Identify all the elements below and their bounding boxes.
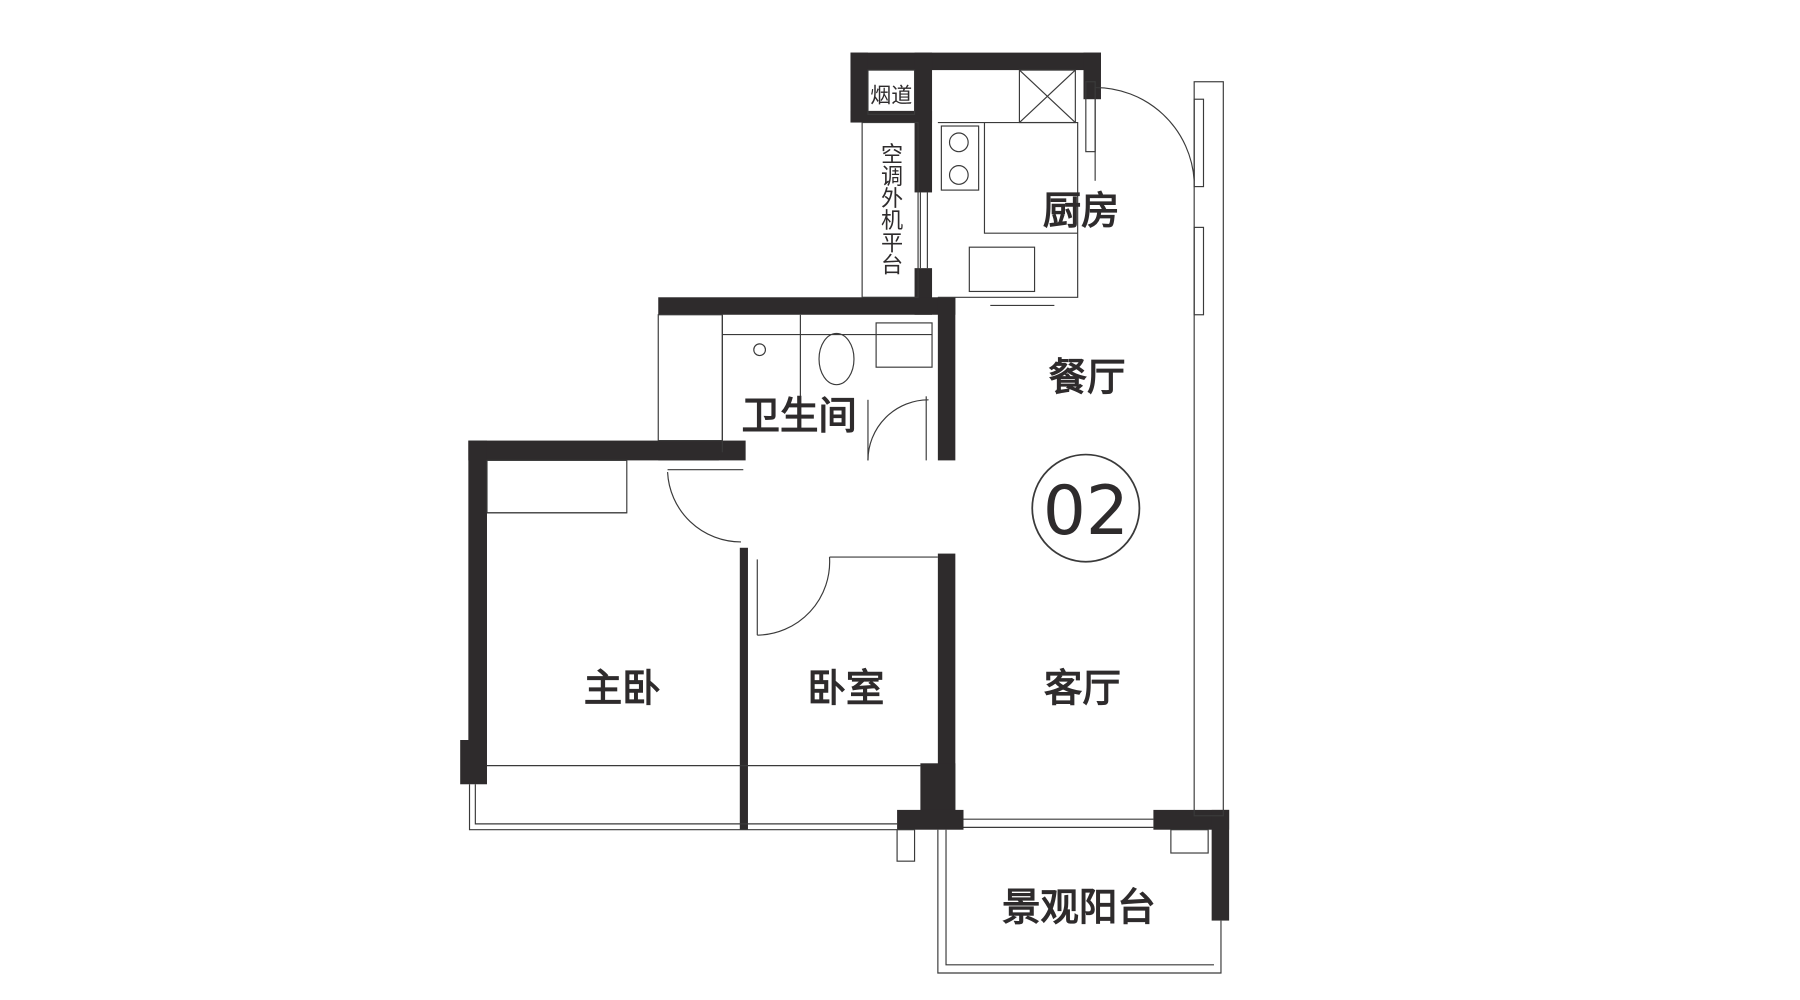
label-living-room: 客厅 xyxy=(1044,667,1121,712)
label-balcony: 景观阳台 xyxy=(1002,886,1156,931)
label-master-bedroom: 主卧 xyxy=(584,667,661,712)
wall-master-left xyxy=(468,440,487,744)
wall-partition xyxy=(739,547,748,830)
fixtures xyxy=(468,69,1224,974)
label-dining: 餐厅 xyxy=(1049,355,1126,400)
label-kitchen: 厨房 xyxy=(1043,189,1120,234)
unit-number: 02 xyxy=(1043,471,1129,550)
wall-kitchen-left-top xyxy=(914,52,933,193)
wall-balcony-left xyxy=(897,809,964,830)
label-chimney: 烟道 xyxy=(870,84,912,108)
wall-master-top xyxy=(468,440,719,461)
wall-master-left-end xyxy=(460,740,487,785)
label-bedroom: 卧室 xyxy=(807,667,884,712)
wall-chimney-left xyxy=(850,52,868,123)
wall-chimney-bottom xyxy=(850,110,933,123)
label-ac-platform: 空调外机平台 xyxy=(877,142,903,275)
label-bathroom: 卫生间 xyxy=(742,394,857,439)
wall-top-kitchen xyxy=(850,52,1101,71)
unit-number-circle xyxy=(1031,453,1141,563)
wall-balcony-right xyxy=(1153,809,1230,830)
wall-bath-top xyxy=(658,297,956,315)
walls xyxy=(460,52,1230,921)
wall-bath-right xyxy=(937,297,956,461)
wall-balcony-right-side xyxy=(1211,809,1230,921)
wall-bedroom-living xyxy=(937,553,956,828)
